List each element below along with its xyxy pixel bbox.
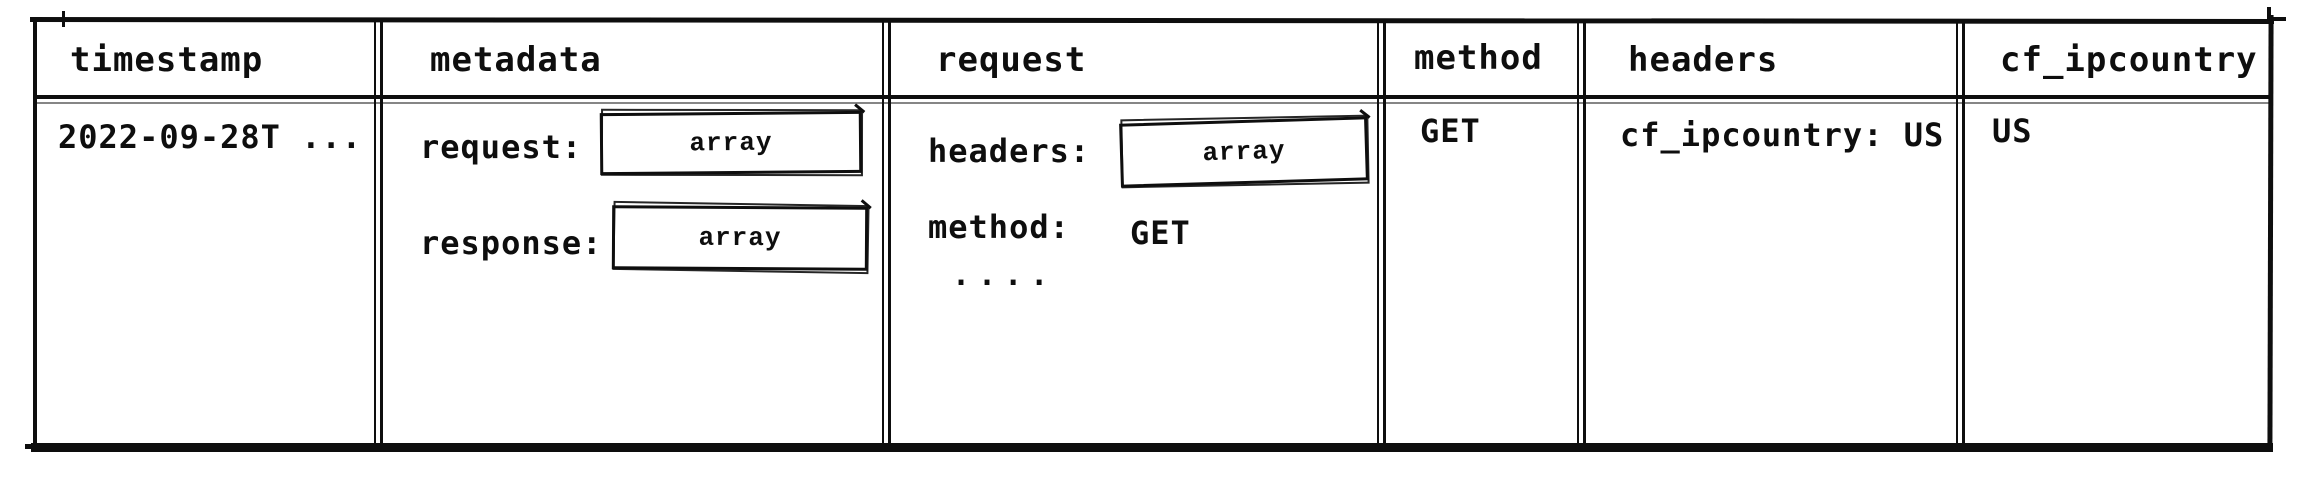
request-more-indicator: .... (952, 258, 1057, 293)
column-separator (1956, 20, 1965, 446)
table-border-top (29, 17, 2275, 24)
table-border-left (33, 18, 37, 448)
array-label: array (689, 127, 773, 159)
request-headers-key: headers: (928, 132, 1091, 170)
sketch-tick (2267, 7, 2271, 20)
column-header-cf-ipcountry: cf_ipcountry (2000, 40, 2258, 80)
cell-headers-value: cf_ipcountry: US (1620, 116, 1945, 154)
column-header-metadata: metadata (430, 40, 602, 80)
cell-cf-ipcountry-value: US (1992, 112, 2033, 150)
sketch-tick (25, 444, 37, 449)
table-border-bottom (31, 443, 2273, 452)
metadata-request-array-box: array (599, 110, 863, 176)
request-method-key: method: (928, 208, 1070, 246)
metadata-request-key: request: (420, 128, 583, 166)
array-label: array (698, 222, 782, 254)
header-separator (33, 95, 2269, 104)
cell-method-value: GET (1420, 112, 1481, 150)
request-headers-array-box: array (1119, 116, 1369, 188)
column-separator (374, 20, 383, 446)
sketch-tick (62, 11, 65, 27)
column-separator (1377, 20, 1386, 446)
table-border-right (2267, 14, 2274, 449)
array-label: array (1202, 135, 1286, 169)
column-header-timestamp: timestamp (70, 40, 264, 80)
column-separator (1577, 20, 1586, 446)
metadata-response-array-box: array (611, 205, 869, 271)
request-method-value: GET (1130, 214, 1191, 252)
cell-timestamp-value: 2022-09-28T ... (58, 118, 362, 156)
column-header-headers: headers (1628, 40, 1779, 80)
sketch-tick (2270, 17, 2286, 21)
column-header-request: request (936, 40, 1087, 80)
column-header-method: method (1414, 38, 1543, 78)
metadata-response-key: response: (420, 224, 603, 262)
column-separator (882, 20, 891, 446)
